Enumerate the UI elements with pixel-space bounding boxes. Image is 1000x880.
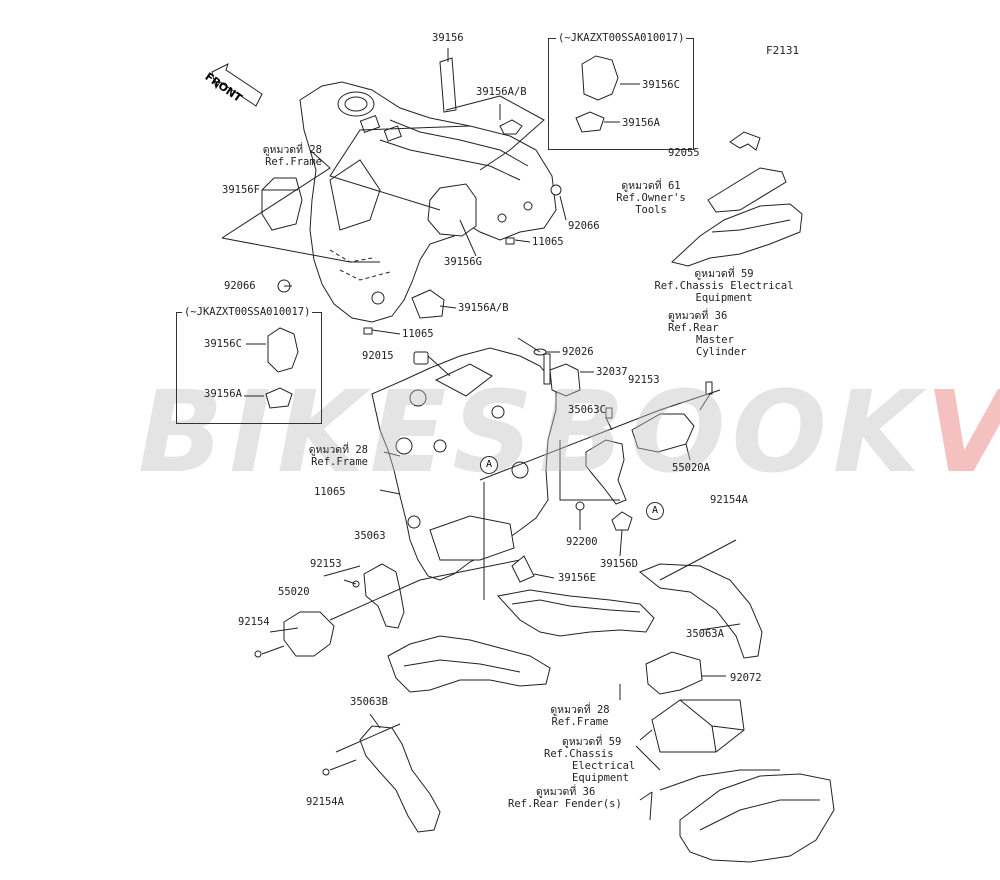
label-92015[interactable]: 92015 xyxy=(362,350,394,362)
label-39156G[interactable]: 39156G xyxy=(444,256,482,268)
label-92154A-right[interactable]: 92154A xyxy=(710,494,748,506)
label-35063A[interactable]: 35063A xyxy=(686,628,724,640)
variant-left-part-1[interactable]: 39156C xyxy=(204,338,242,350)
seal-39156C-shape-top xyxy=(581,55,619,101)
label-39156E[interactable]: 39156E xyxy=(558,572,596,584)
label-55020[interactable]: 55020 xyxy=(278,586,310,598)
electrical-tray-shape xyxy=(670,203,803,267)
rear-fender-shape xyxy=(679,773,835,863)
variant-box-top-title: (~JKAZXT00SSA010017) xyxy=(556,32,687,44)
label-92072[interactable]: 92072 xyxy=(730,672,762,684)
label-39156F[interactable]: 39156F xyxy=(222,184,260,196)
seal-39156G-shape xyxy=(427,183,477,237)
bracket-center-shape xyxy=(497,589,655,637)
bolt-92154A-top xyxy=(705,381,713,395)
seal-39156F-shape xyxy=(261,177,303,231)
collar-92200-shape xyxy=(575,501,585,511)
grommet-92066-right-shape xyxy=(550,184,562,196)
frame-member-left-shape xyxy=(387,635,551,693)
label-39156AB-low[interactable]: 39156A/B xyxy=(458,302,509,314)
variant-top-part-2[interactable]: 39156A xyxy=(622,117,660,129)
bracket-35063B-shape xyxy=(359,725,441,833)
bolt-11065-mid xyxy=(363,327,373,335)
plate-55020-shape xyxy=(283,611,335,657)
label-11065-low[interactable]: 11065 xyxy=(314,486,346,498)
label-35063[interactable]: 35063 xyxy=(354,530,386,542)
label-92200[interactable]: 92200 xyxy=(566,536,598,548)
upper-frame-part xyxy=(299,81,557,323)
label-92154A-left[interactable]: 92154A xyxy=(306,796,344,808)
seal-39156D-shape xyxy=(611,511,633,531)
figure-code: F2131 xyxy=(766,44,800,57)
label-35063B[interactable]: 35063B xyxy=(350,696,388,708)
bolt-92154A-left-shape xyxy=(322,768,330,776)
label-92055[interactable]: 92055 xyxy=(668,147,700,159)
bolt-92154-left-shape xyxy=(254,650,262,658)
label-92153-right[interactable]: 92153 xyxy=(628,374,660,386)
plate-55020A-shape xyxy=(631,413,695,453)
bolt-11065-top xyxy=(505,237,515,245)
label-92153-left[interactable]: 92153 xyxy=(310,558,342,570)
label-92066-right[interactable]: 92066 xyxy=(568,220,600,232)
label-39156[interactable]: 39156 xyxy=(432,32,464,44)
seal-39156E-shape xyxy=(511,555,535,583)
clip-92055-shape xyxy=(729,131,761,151)
seal-39156A-shape-top xyxy=(575,111,605,133)
callout-marker-a-right: A xyxy=(646,502,664,520)
nut-92015-shape xyxy=(413,351,429,365)
label-32037[interactable]: 32037 xyxy=(596,366,628,378)
variant-left-shapes xyxy=(244,327,299,409)
label-92026[interactable]: 92026 xyxy=(562,346,594,358)
seal-39156AB-low-shape xyxy=(411,289,445,319)
bracket-35063C-shape xyxy=(585,439,627,505)
seal-39156-shape xyxy=(439,57,457,113)
seal-39156AB-top-shape xyxy=(499,119,523,135)
front-arrow-icon xyxy=(211,63,263,107)
label-92154[interactable]: 92154 xyxy=(238,616,270,628)
lower-frame-part xyxy=(371,347,557,581)
variant-box-top xyxy=(548,38,694,150)
bracket-35063A-shape xyxy=(639,563,763,659)
label-92066-left[interactable]: 92066 xyxy=(224,280,256,292)
label-11065-top[interactable]: 11065 xyxy=(532,236,564,248)
label-55020A[interactable]: 55020A xyxy=(672,462,710,474)
bolt-92153-right xyxy=(605,407,613,419)
owners-tools-shape xyxy=(707,167,787,213)
bracket-92072-shape xyxy=(645,651,703,695)
battery-shape xyxy=(651,699,745,753)
label-39156D[interactable]: 39156D xyxy=(600,558,638,570)
variant-top-part-1[interactable]: 39156C xyxy=(642,79,680,91)
variant-box-left-title: (~JKAZXT00SSA010017) xyxy=(182,306,313,318)
label-39156AB-top[interactable]: 39156A/B xyxy=(476,86,527,98)
callout-marker-a-left: A xyxy=(480,456,498,474)
bracket-32037-shape xyxy=(549,363,581,397)
variant-left-part-2[interactable]: 39156A xyxy=(204,388,242,400)
label-11065-mid[interactable]: 11065 xyxy=(402,328,434,340)
label-35063C[interactable]: 35063C xyxy=(568,404,606,416)
